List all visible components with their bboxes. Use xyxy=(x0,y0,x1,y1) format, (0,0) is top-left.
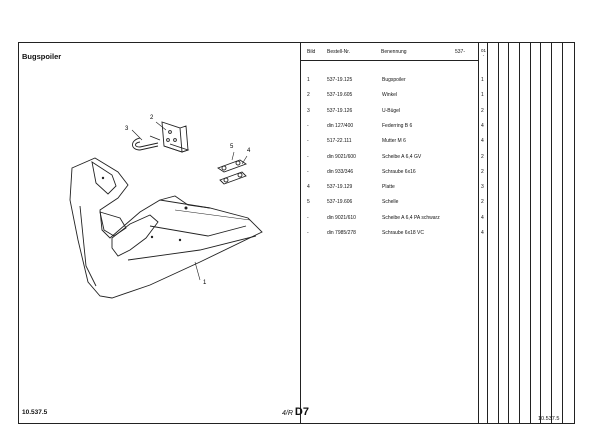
grid-col xyxy=(551,42,552,424)
grid-col xyxy=(508,42,509,424)
grid-col xyxy=(562,42,563,424)
col-header-bestell: Bestell-Nr. xyxy=(327,49,351,55)
callout-5: 5 xyxy=(230,144,234,150)
page-id-label: D7 xyxy=(294,406,309,418)
page-prefix: 4/R xyxy=(282,410,293,417)
row-qty: 2 xyxy=(481,168,484,175)
row-bestell-nr: din 9021/610 xyxy=(327,214,356,221)
table-divider xyxy=(300,42,301,424)
row-qty: 4 xyxy=(481,230,484,236)
col-header-benennung: Benennung xyxy=(381,49,407,55)
row-bild: - xyxy=(307,153,309,160)
grid-col xyxy=(519,42,520,424)
row-benennung: Mutter M 6 xyxy=(382,138,406,145)
row-qty: 3 xyxy=(481,184,484,191)
row-bestell-nr: din 9021/600 xyxy=(327,153,356,160)
qty-column xyxy=(478,42,488,424)
callout-2: 2 xyxy=(150,115,154,121)
row-bild: - xyxy=(307,122,309,129)
row-bestell-nr: din 933/346 xyxy=(327,168,354,175)
row-qty: 2 xyxy=(481,107,484,114)
row-bestell-nr: 537-19.125 xyxy=(327,77,353,83)
row-bestell-nr: 537-19.605 xyxy=(327,92,353,99)
row-benennung: Platte xyxy=(382,184,395,191)
table-row: - din 127/400 Federring B 6 4 xyxy=(300,123,490,137)
table-row: - din 933/346 Schraube 6x16 2 xyxy=(300,169,490,183)
row-bestell-nr: 537-19.129 xyxy=(327,184,353,191)
row-qty: 4 xyxy=(481,122,484,129)
row-qty: 4 xyxy=(481,138,484,145)
table-row: 2 537-19.605 Winkel 1 xyxy=(300,92,490,106)
row-qty: 4 xyxy=(481,214,484,221)
col-header-series: 537- xyxy=(455,49,466,55)
callout-4: 4 xyxy=(247,148,251,154)
row-bestell-nr: din 7985/278 xyxy=(327,230,356,236)
row-benennung: Winkel xyxy=(382,92,398,99)
ref-number: 10.537.5 xyxy=(538,416,560,422)
row-benennung: Federring B 6 xyxy=(382,122,413,129)
grid-col xyxy=(498,42,499,424)
table-row: - din 9021/600 Scheibe A 6,4 GV 2 xyxy=(300,154,490,168)
header-rule xyxy=(300,60,478,61)
row-qty: 1 xyxy=(481,77,484,83)
row-bild: - xyxy=(307,168,309,175)
table-row: 3 537-19.126 U-Bügel 2 xyxy=(300,108,490,122)
row-qty: 1 xyxy=(481,92,484,99)
row-benennung: Schelle xyxy=(382,199,399,206)
grid-col xyxy=(540,42,541,424)
qty-header-sub: - xyxy=(482,53,485,58)
parts-sheet-frame xyxy=(18,42,575,424)
row-bestell-nr: 517-22.111 xyxy=(327,138,352,145)
mount-hole xyxy=(178,238,182,242)
document-number: 10.537.5 xyxy=(22,409,48,416)
row-benennung: Scheibe A 6,4 PA schwarz xyxy=(382,214,440,221)
row-bild: 1 xyxy=(307,77,310,83)
row-qty: 2 xyxy=(481,153,484,160)
table-row: 4 537-19.129 Platte 3 xyxy=(300,184,490,198)
row-bild: 4 xyxy=(307,184,310,191)
table-row: - din 7985/278 Schraube 6x18 VC 4 xyxy=(300,230,490,244)
leader-lines xyxy=(131,121,248,281)
table-row: 5 537-19.606 Schelle 2 xyxy=(300,199,490,213)
row-bild: 3 xyxy=(307,107,310,114)
row-qty: 2 xyxy=(481,199,484,206)
table-row: - din 9021/610 Scheibe A 6,4 PA schwarz 4 xyxy=(300,215,490,229)
mount-hole xyxy=(184,206,188,210)
table-row: 1 537-19.125 Bugspoiler 1 xyxy=(300,77,490,91)
bracket-winkel-drawing xyxy=(161,121,190,153)
row-bild: 2 xyxy=(307,92,310,99)
row-bild: 5 xyxy=(307,199,310,206)
qty-header-number: 01 xyxy=(480,48,486,53)
row-bild: - xyxy=(307,138,309,145)
callout-3: 3 xyxy=(125,126,129,132)
row-benennung: U-Bügel xyxy=(382,107,401,114)
row-benennung: Schraube 6x18 VC xyxy=(382,230,424,236)
clamp-plate-drawing xyxy=(217,159,247,185)
col-header-bild: Bild xyxy=(307,49,316,55)
table-row: - 517-22.111 Mutter M 6 4 xyxy=(300,138,490,152)
mount-hole xyxy=(101,176,105,180)
page-title: Bugspoiler xyxy=(22,52,62,61)
mount-hole xyxy=(150,235,154,239)
row-benennung: Schraube 6x16 xyxy=(382,168,416,175)
row-bild: - xyxy=(307,230,309,236)
row-bild: - xyxy=(307,214,309,221)
row-benennung: Bugspoiler xyxy=(382,77,406,83)
grid-col xyxy=(530,42,531,424)
callout-1: 1 xyxy=(203,280,207,286)
col-header-qty: 01 - xyxy=(479,48,488,58)
row-bestell-nr: din 127/400 xyxy=(327,122,354,129)
row-bestell-nr: 537-19.126 xyxy=(327,107,353,114)
u-bolt-drawing xyxy=(132,135,161,151)
spoiler-drawing xyxy=(69,157,263,299)
row-bestell-nr: 537-19.606 xyxy=(327,199,353,206)
row-benennung: Scheibe A 6,4 GV xyxy=(382,153,422,160)
